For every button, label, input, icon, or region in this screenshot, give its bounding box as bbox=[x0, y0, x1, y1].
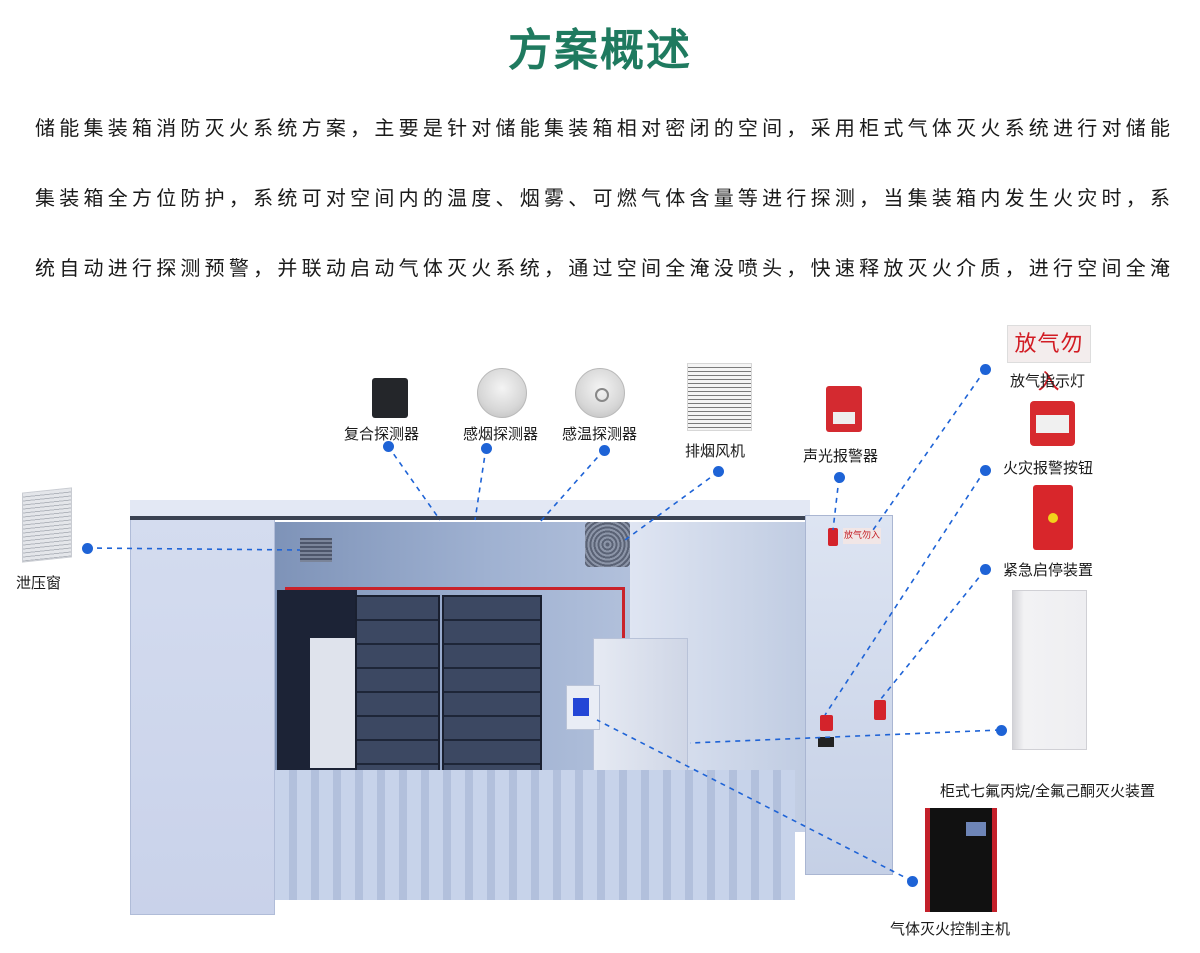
component-label: 柜式七氟丙烷/全氟己酮灭火装置 bbox=[940, 782, 1156, 800]
callout-lines bbox=[86, 369, 1001, 882]
component-label: 感烟探测器 bbox=[463, 425, 539, 443]
intro-line: 统自动进行探测预警，并联动启动气体灭火系统，通过空间全淹没喷头，快速释放灭火介质… bbox=[35, 256, 1170, 280]
callout-dot bbox=[980, 364, 991, 375]
composite-detector-icon bbox=[372, 378, 408, 418]
intro-line: 储能集装箱消防灭火系统方案，主要是针对储能集装箱相对密闭的空间，采用柜式气体灭火… bbox=[35, 116, 1170, 140]
emergency-start-stop-icon bbox=[1033, 485, 1073, 550]
component-label: 复合探测器 bbox=[344, 425, 420, 443]
exhaust-fan-icon bbox=[687, 363, 752, 431]
callout-dot bbox=[996, 725, 1007, 736]
sound-light-alarm-icon bbox=[826, 386, 862, 432]
component-label: 声光报警器 bbox=[803, 447, 879, 465]
system-diagram: 放气勿入 复合探测器 感烟探测器 感温探测器 排烟风机 bbox=[0, 300, 1200, 953]
callout-dot bbox=[599, 445, 610, 456]
container-corrugated-wall bbox=[275, 770, 795, 900]
pressure-relief-vent-icon bbox=[22, 487, 72, 563]
component-label: 感温探测器 bbox=[562, 425, 638, 443]
callout-dot bbox=[383, 441, 394, 452]
battery-rack bbox=[442, 595, 542, 800]
interior-vent bbox=[300, 538, 332, 562]
page-title: 方案概述 bbox=[508, 25, 692, 76]
callout-dot bbox=[834, 472, 845, 483]
callout-dot bbox=[980, 564, 991, 575]
container-roof bbox=[130, 500, 810, 520]
smoke-detector-icon bbox=[477, 368, 527, 418]
door-release-sign: 放气勿入 bbox=[843, 528, 881, 544]
power-cable bbox=[622, 587, 625, 642]
callout-dot bbox=[980, 465, 991, 476]
control-host-screen bbox=[966, 822, 986, 836]
container-door bbox=[805, 515, 893, 875]
interior-control-panel bbox=[566, 685, 600, 730]
heat-detector-icon bbox=[575, 368, 625, 418]
intro-paragraph: 储能集装箱消防灭火系统方案，主要是针对储能集装箱相对密闭的空间，采用柜式气体灭火… bbox=[35, 105, 1170, 315]
release-indicator-sign-icon: 放气勿入 bbox=[1007, 325, 1091, 395]
door-alarm-device bbox=[828, 528, 838, 546]
component-label: 气体灭火控制主机 bbox=[890, 920, 1011, 938]
control-host-icon bbox=[925, 808, 997, 912]
component-label: 泄压窗 bbox=[16, 574, 62, 592]
panel-screen bbox=[573, 698, 589, 716]
fire-alarm-button-icon bbox=[1030, 401, 1075, 446]
intro-line: 集装箱全方位防护，系统可对空间内的温度、烟雾、可燃气体含量等进行探测，当集装箱内… bbox=[35, 186, 1170, 210]
callout-dot bbox=[82, 543, 93, 554]
component-label: 排烟风机 bbox=[685, 442, 746, 460]
cabinet-extinguisher-icon bbox=[1012, 590, 1087, 750]
door-card-reader bbox=[818, 737, 834, 747]
callout-dot bbox=[907, 876, 918, 887]
component-label: 放气指示灯 bbox=[1010, 372, 1086, 390]
door-alarm-button bbox=[820, 715, 833, 731]
component-label: 紧急启停装置 bbox=[1003, 561, 1094, 579]
power-cable bbox=[285, 587, 625, 590]
callout-dot bbox=[713, 466, 724, 477]
battery-side-panel bbox=[310, 638, 355, 768]
door-emergency-stop bbox=[874, 700, 886, 720]
interior-exhaust-fan bbox=[585, 522, 630, 567]
battery-rack bbox=[355, 595, 440, 800]
callout-dot bbox=[481, 443, 492, 454]
component-label: 火灾报警按钮 bbox=[1003, 459, 1094, 477]
